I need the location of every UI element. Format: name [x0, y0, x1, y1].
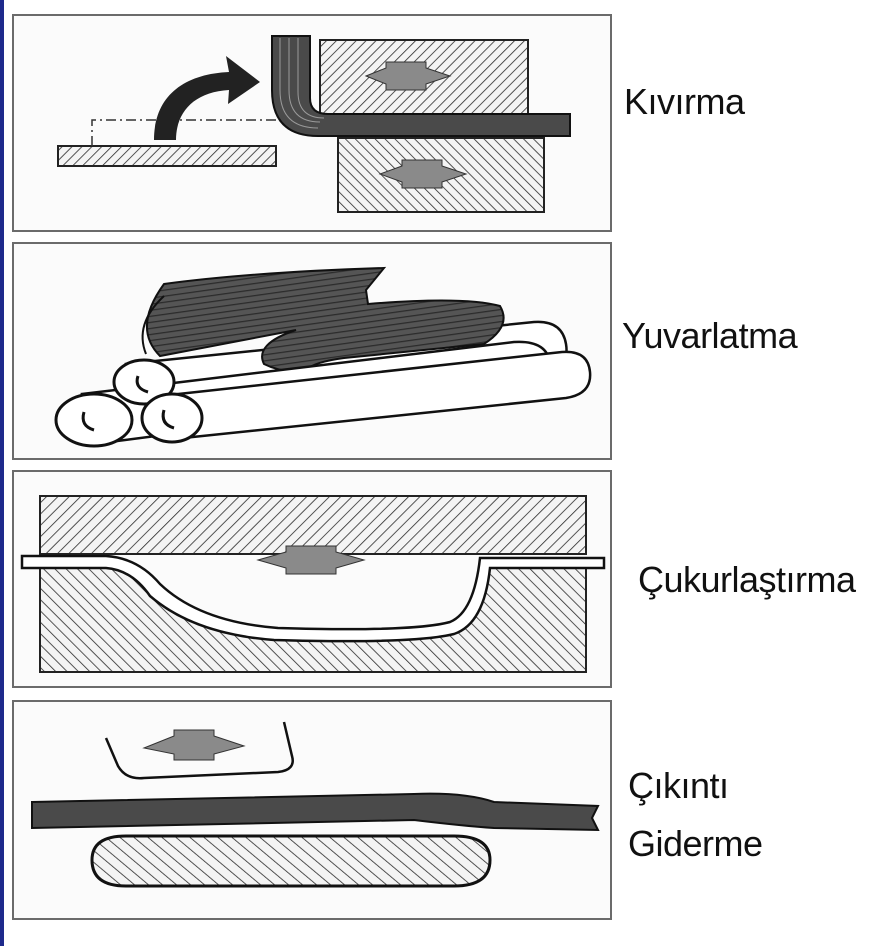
kivirma-illustration — [14, 16, 610, 230]
bend-arrow-icon — [154, 56, 260, 140]
label-cukurlastirma: Çukurlaştırma — [638, 558, 856, 602]
upper-die — [40, 496, 586, 554]
cukurlastirma-illustration — [14, 472, 610, 686]
label-cikinti: Çıkıntı — [628, 764, 729, 808]
panel-yuvarlatma — [12, 242, 612, 460]
roller-end — [142, 394, 202, 442]
label-yuvarlatma: Yuvarlatma — [622, 314, 797, 358]
lower-die — [40, 566, 586, 672]
flat-sheet — [32, 794, 598, 830]
flat-workpiece — [58, 146, 276, 166]
panel-cikinti-giderme — [12, 700, 612, 920]
lower-stake — [92, 836, 490, 886]
yuvarlatma-illustration — [14, 244, 610, 458]
panel-cukurlastirma — [12, 470, 612, 688]
label-giderme: Giderme — [628, 822, 763, 866]
left-accent-rule — [0, 0, 4, 946]
roller-end — [56, 394, 132, 446]
cikinti-giderme-illustration — [14, 702, 610, 918]
label-kivirma: Kıvırma — [624, 80, 745, 124]
press-arrow-icon — [144, 730, 244, 760]
panel-kivirma — [12, 14, 612, 232]
